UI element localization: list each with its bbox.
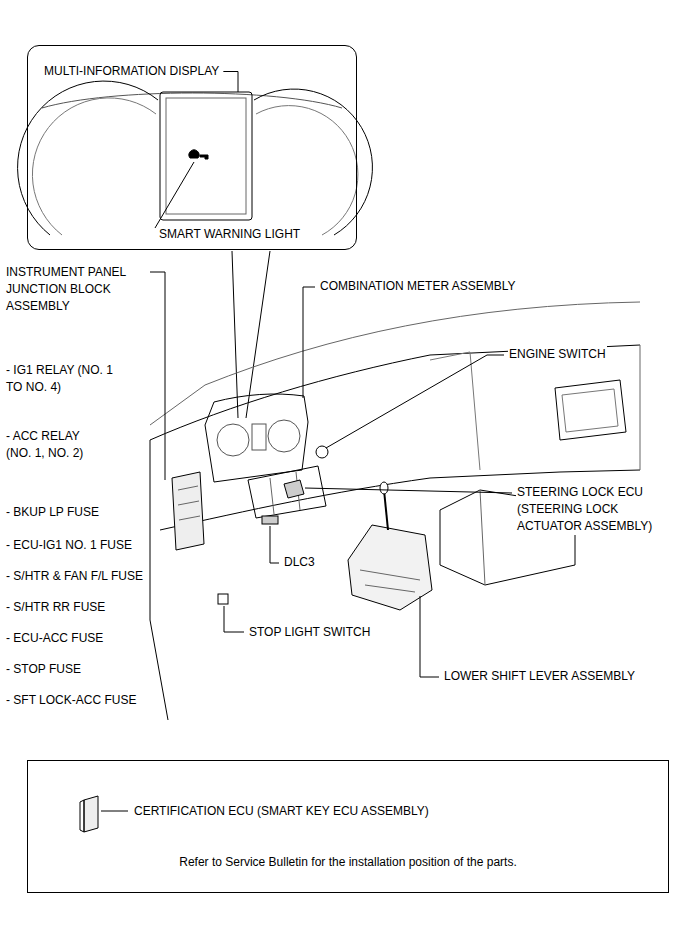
part-label: STOP LIGHT SWITCH xyxy=(248,624,371,641)
part-label: - ACC RELAY (NO. 1, NO. 2) xyxy=(5,428,102,462)
part-label: - BKUP LP FUSE xyxy=(5,504,100,521)
part-label: DLC3 xyxy=(283,554,316,571)
part-label: - SFT LOCK-ACC FUSE xyxy=(5,692,137,709)
dlc3-connector xyxy=(262,516,278,524)
part-label: - ECU-IG1 NO. 1 FUSE xyxy=(5,537,133,554)
stop-light-switch xyxy=(218,594,228,604)
leader-lines xyxy=(101,162,512,811)
part-label: COMBINATION METER ASSEMBLY xyxy=(319,278,517,295)
part-label: CERTIFICATION ECU (SMART KEY ECU ASSEMBL… xyxy=(134,803,429,820)
leader-line xyxy=(223,72,238,93)
part-label: SMART WARNING LIGHT xyxy=(159,226,300,243)
part-label: INSTRUMENT PANEL JUNCTION BLOCK ASSEMBLY xyxy=(5,264,147,315)
part-label: - S/HTR & FAN F/L FUSE xyxy=(5,568,144,585)
ecu-icon xyxy=(80,796,98,832)
part-label: - IG1 RELAY (NO. 1 TO NO. 4) xyxy=(5,362,125,396)
shift-lever xyxy=(348,482,432,610)
part-label: - STOP FUSE xyxy=(5,661,82,678)
part-label: MULTI-INFORMATION DISPLAY xyxy=(44,63,219,80)
note-box: CERTIFICATION ECU (SMART KEY ECU ASSEMBL… xyxy=(27,760,669,893)
part-label: LOWER SHIFT LEVER ASSEMBLY xyxy=(443,668,636,685)
part-label: ENGINE SWITCH xyxy=(508,346,607,363)
part-label: - ECU-ACC FUSE xyxy=(5,630,104,647)
part-label: - S/HTR RR FUSE xyxy=(5,599,106,616)
combination-meter xyxy=(205,394,308,482)
steering-lock-ecu xyxy=(284,480,304,498)
callout-box: MULTI-INFORMATION DISPLAY SMART WARNING L… xyxy=(27,45,357,250)
part-label: Refer to Service Bulletin for the instal… xyxy=(28,854,668,871)
part-label: STEERING LOCK ECU (STEERING LOCK ACTUATO… xyxy=(516,484,670,535)
steering-column xyxy=(248,466,326,518)
meter-closeup xyxy=(18,81,373,235)
junction-block xyxy=(172,472,204,550)
